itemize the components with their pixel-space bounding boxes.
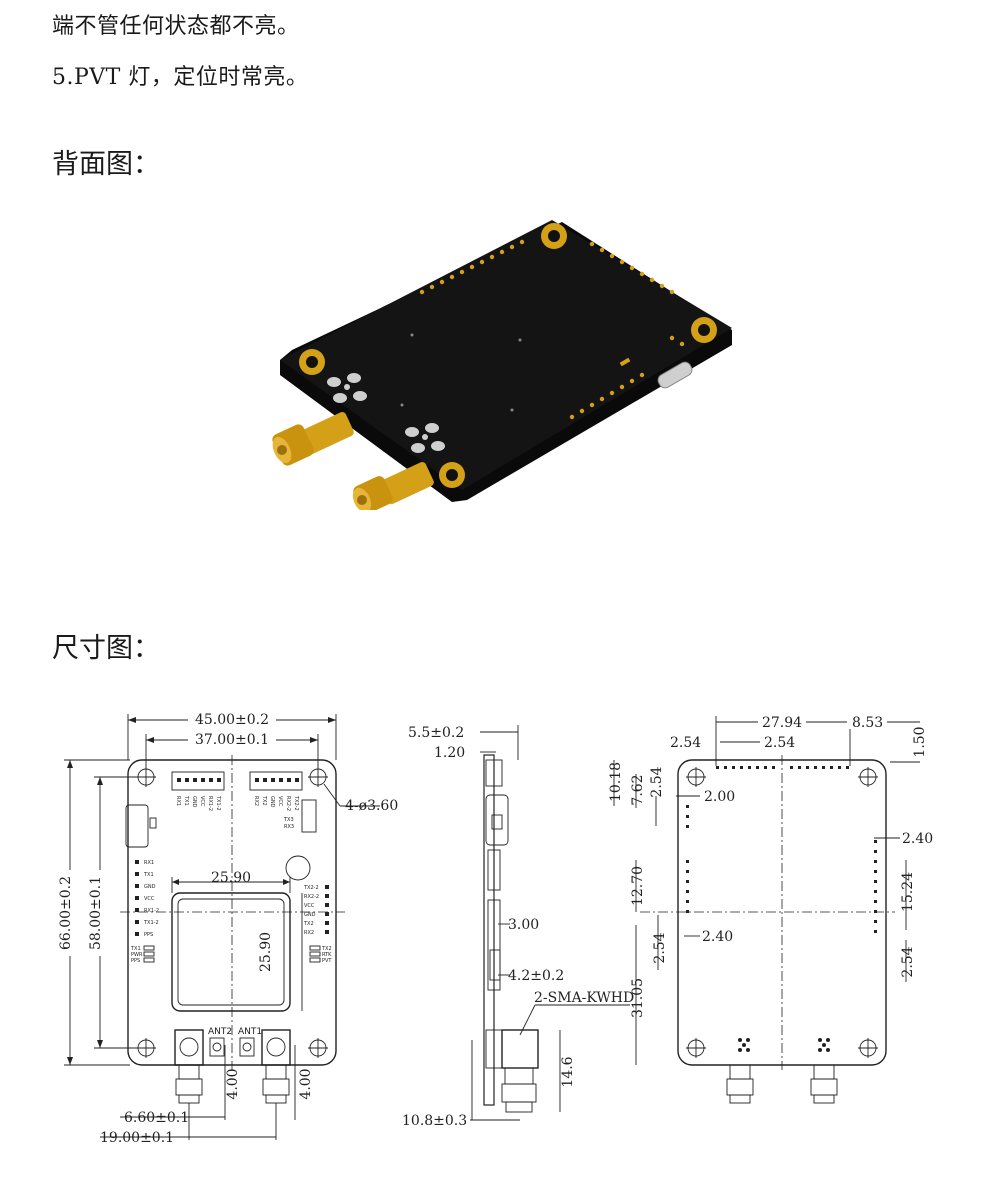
header2-pin-0: RX2 (253, 796, 259, 806)
side-sma-body (501, 1029, 539, 1069)
ant2-label: ANT2 (208, 1027, 232, 1037)
right-led-1: RTK (322, 952, 332, 958)
right-pin-3: GND (304, 912, 316, 918)
back-dim-254-b: 2.54 (652, 932, 668, 963)
back-top-span: 27.94 (762, 715, 802, 731)
ant1-label: ANT1 (238, 1027, 262, 1037)
left-led-0: TX1 (130, 946, 141, 952)
back-view-heading: 背面图： (52, 149, 160, 180)
right-pin-2: VCC (304, 903, 315, 909)
back-dim-1524: 15.24 (900, 872, 916, 912)
header2-pin-1: TX2 (261, 795, 267, 806)
header1-pin-4: RX1-2 (207, 796, 213, 811)
mid-label-1: RX3 (284, 824, 294, 830)
back-dim-240-a: 2.40 (702, 929, 733, 945)
total-height-dim: 66.00±0.2 (58, 876, 74, 950)
front-view: RX1 TX1 GND VCC RX1-2 TX1-2 RX2 TX2 GND … (58, 711, 398, 1146)
left-pin-0: RX1 (144, 860, 154, 866)
side-dim-4: 4.2±0.2 (508, 968, 564, 984)
header1-pin-2: GND (191, 796, 197, 808)
back-top-right: 8.53 (852, 715, 883, 731)
header1-pin-3: VCC (199, 796, 205, 807)
text-line-2: 5.PVT 灯，定位时常亮。 (52, 65, 309, 90)
front-battery-circle (285, 855, 311, 881)
pin-holes (419, 239, 685, 420)
back-dim-1270: 12.70 (630, 866, 646, 906)
hole-span-y-dim: 58.00±0.1 (88, 876, 104, 950)
left-pin-6: PPS (144, 932, 153, 938)
header1-pin-0: RX1 (175, 796, 181, 806)
dimension-drawing: RX1 TX1 GND VCC RX1-2 TX1-2 RX2 TX2 GND … (40, 700, 990, 1160)
left-led-2: PPS (131, 958, 140, 964)
back-dim-240-b: 2.40 (902, 831, 933, 847)
front-holes (136, 767, 328, 1058)
side-usb (485, 794, 509, 846)
mid-label-0: TX3 (283, 817, 294, 823)
back-dim-254-c: 2.54 (900, 946, 916, 977)
side-dim-3: 3.00 (508, 917, 539, 933)
back-dim-254-a: 2.54 (649, 766, 665, 797)
back-antenna-pads (738, 1038, 830, 1052)
side-bottom-dim: 10.8±0.3 (402, 1113, 467, 1129)
module-height-dim: 25.90 (258, 932, 274, 972)
back-holes (686, 767, 878, 1058)
back-dim-1018: 10.18 (608, 762, 624, 802)
side-pcb (483, 754, 495, 1106)
side-dim-146: 14.6 (560, 1056, 576, 1087)
right-led-2: PVT (322, 958, 332, 964)
total-width-dim: 45.00±0.2 (195, 712, 269, 728)
right-led-0: TX2 (321, 946, 332, 952)
ant-offset-1-dim: 4.00 (225, 1068, 241, 1099)
module-width-dim: 25.90 (211, 870, 251, 886)
ant-pitch-small-dim: 6.60±0.1 (124, 1110, 189, 1126)
text-line-1: 端不管任何状态都不亮。 (52, 14, 300, 39)
header2-pin-4: RX2-2 (285, 796, 291, 811)
board-back-photo (262, 210, 742, 514)
side-connector-label: 2-SMA-KWHD (534, 990, 634, 1006)
left-pin-4: RX1-2 (144, 908, 159, 914)
sma-connector-1 (272, 411, 354, 466)
back-dim-762: 7.62 (630, 774, 646, 805)
gnss-module (171, 892, 291, 1012)
antenna-pads (327, 373, 445, 453)
right-pin-0: TX2-2 (303, 885, 319, 891)
left-pin-3: VCC (144, 896, 155, 902)
header1-pin-1: TX1 (183, 795, 189, 806)
back-view: 27.94 8.53 1.50 2.54 2.54 10.18 7.62 2.5… (608, 713, 933, 1104)
pcb-face (280, 220, 732, 490)
usb-c-outline (125, 804, 149, 848)
header2-pin-2: GND (269, 796, 275, 808)
sma-front-2 (261, 1029, 291, 1066)
sma-connector-2 (352, 461, 434, 514)
left-pin-1: TX1 (143, 872, 154, 878)
left-pin-2: GND (144, 884, 156, 890)
right-pin-4: TX2 (303, 921, 314, 927)
hole-callout: 4-ø3.60 (345, 798, 398, 814)
hole-span-x-dim: 37.00±0.1 (195, 732, 269, 748)
back-dim-200: 2.00 (704, 789, 735, 805)
right-pin-5: RX2 (304, 930, 314, 936)
header1-pin-5: TX1-2 (215, 795, 221, 811)
back-dim-3105: 31.05 (630, 978, 646, 1018)
mounting-holes (299, 223, 717, 488)
side-top-dim: 5.5±0.2 (408, 725, 464, 741)
usb-c-port (657, 361, 693, 389)
left-pin-5: TX1-2 (143, 920, 159, 926)
side-pcb-dim: 1.20 (434, 745, 465, 761)
header2-pin-5: TX2-2 (293, 795, 299, 811)
ant-offset-2-dim: 4.00 (298, 1068, 314, 1099)
header2-pin-3: VCC (277, 796, 283, 807)
sma-front-1 (174, 1029, 204, 1066)
ant-pitch-large-dim: 19.00±0.1 (100, 1130, 174, 1146)
back-pitch-right: 2.54 (764, 735, 795, 751)
right-pin-1: RX2-2 (304, 894, 319, 900)
back-right-edge: 1.50 (912, 726, 928, 757)
left-led-1: PWR (131, 952, 143, 958)
side-view: 5.5±0.2 1.20 3.00 4.2±0.2 2-SMA-KWHD 14.… (402, 725, 634, 1129)
back-pitch-left: 2.54 (670, 735, 701, 751)
dimension-heading: 尺寸图： (52, 633, 160, 664)
